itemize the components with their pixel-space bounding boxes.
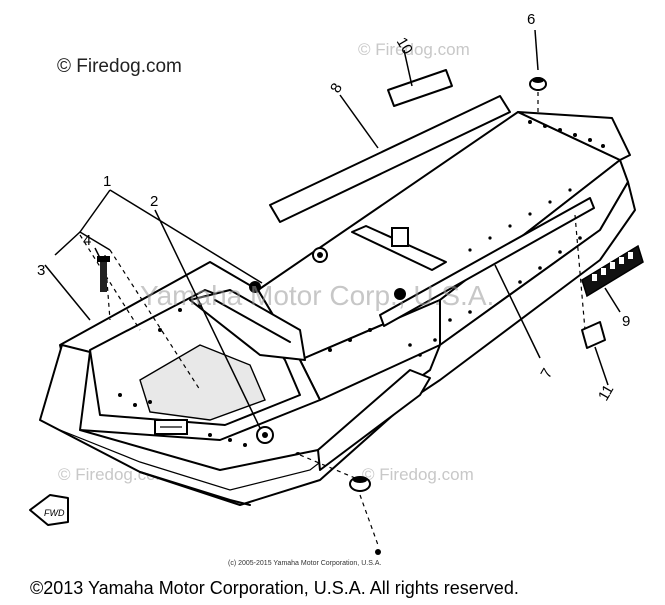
decal-11 [581,321,606,349]
leader-lines [44,49,621,429]
bolt-4 [97,256,110,292]
callout-7: 7 [537,366,556,382]
decal-10 [387,69,453,107]
callout-2: 2 [150,193,158,210]
plug-lower [349,476,381,555]
assembly-lines [79,214,586,546]
callout-4: 4 [83,232,91,249]
watermark-center: Yamaha Motor Corp., U.S.A. [140,280,494,311]
callout-3: 3 [37,262,45,279]
copyright-small: (c) 2005-2015 Yamaha Motor Corporation, … [228,560,381,567]
callout-9: 9 [622,313,630,330]
frame-assembly [39,111,636,506]
forward-arrow-icon: FWD [29,494,69,526]
callout-8: 8 [327,80,346,96]
copyright-footer: ©2013 Yamaha Motor Corporation, U.S.A. A… [30,578,519,598]
watermark-top-left: © Firedog.com [57,56,182,77]
callout-6: 6 [527,11,535,28]
decal-8-stripe [269,95,511,223]
callout-1: 1 [103,173,111,190]
watermark-bottom-right: © Firedog.com [362,465,474,484]
watermark-top-center: © Firedog.com [358,40,470,59]
decal-9 [581,244,644,298]
callout-10: 10 [393,34,416,57]
callout-11: 11 [595,382,618,404]
fwd-label: FWD [44,508,65,518]
